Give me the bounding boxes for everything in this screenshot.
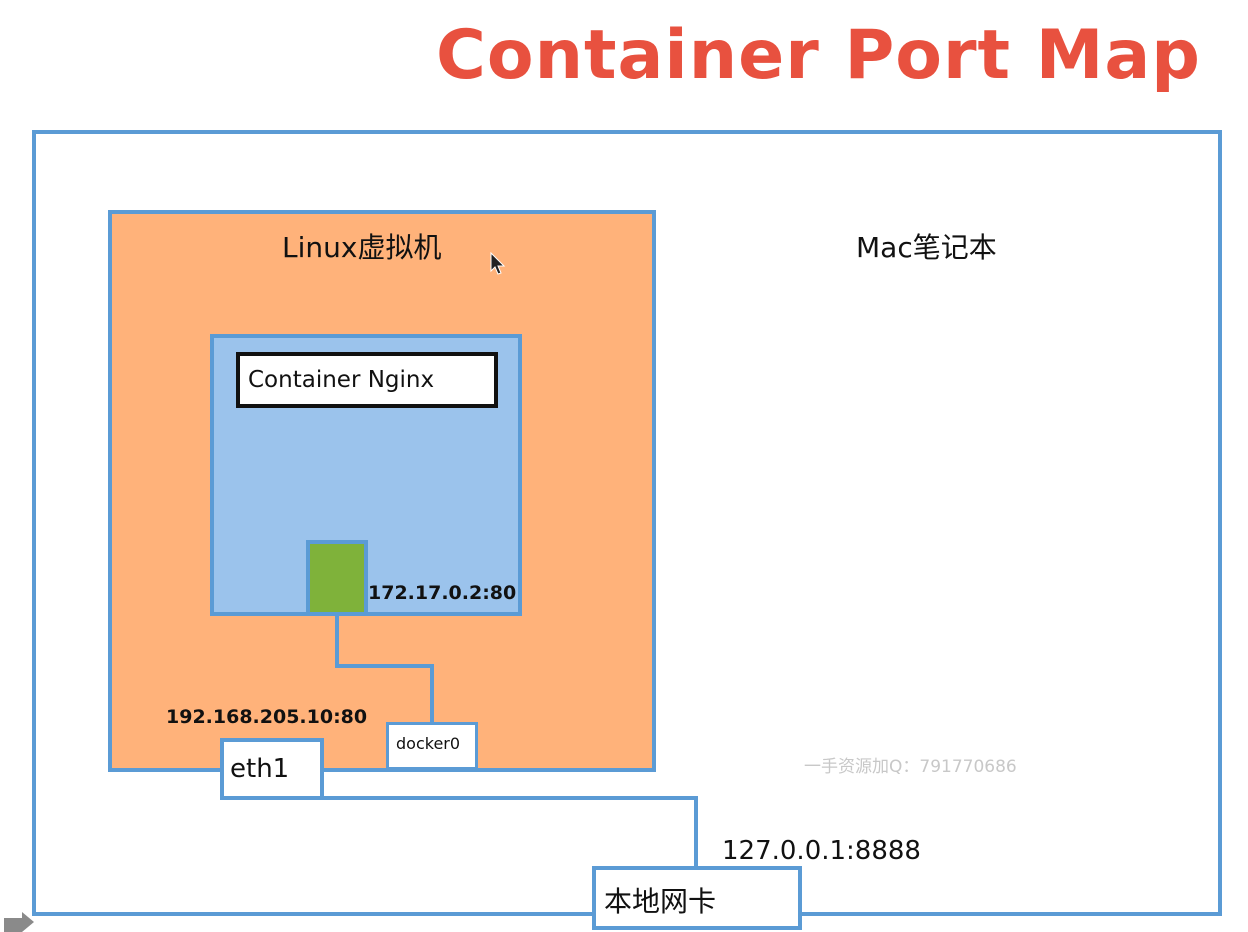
local-nic-ip-port-label: 127.0.0.1:8888 [722, 836, 921, 866]
docker0-bridge-box [386, 722, 478, 770]
eth1-label: eth1 [230, 754, 290, 784]
mac-laptop-label: Mac笔记本 [856, 231, 997, 264]
container-name-box [236, 352, 498, 408]
container-port-block [306, 540, 368, 616]
eth1-interface-box [220, 738, 324, 800]
mouse-cursor-icon [490, 252, 506, 275]
docker0-label: docker0 [396, 734, 461, 753]
container-ip-port-label: 172.17.0.2:80 [368, 582, 517, 604]
watermark-text: 一手资源加Q：791770686 [804, 757, 1017, 777]
local-nic-label: 本地网卡 [604, 885, 717, 918]
container-name-label: Container Nginx [248, 367, 435, 393]
local-nic-box [592, 866, 802, 930]
eth1-ip-port-label: 192.168.205.10:80 [166, 706, 368, 728]
linux-vm-label: Linux虚拟机 [282, 231, 442, 264]
diagram-title: Container Port Map [436, 16, 1201, 95]
play-arrow-icon [4, 912, 34, 932]
